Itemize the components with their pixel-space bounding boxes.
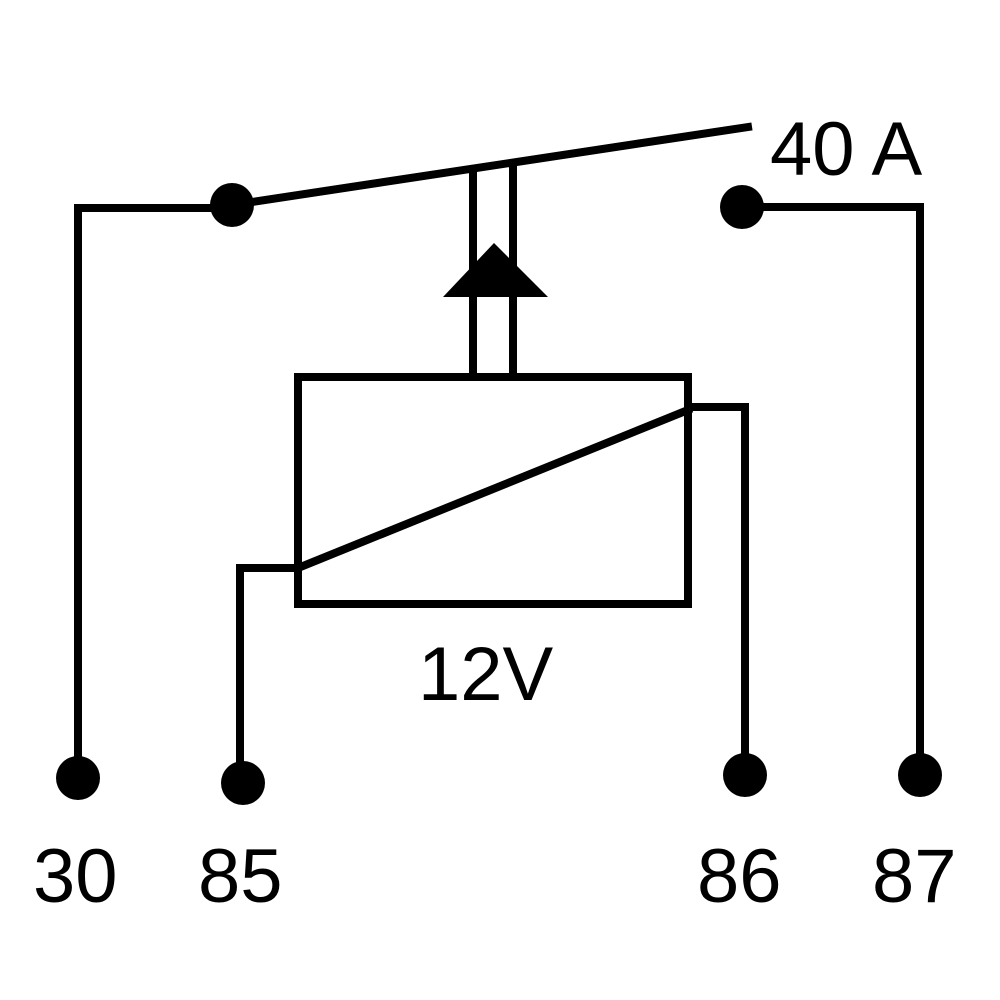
pin-label-87: 87	[872, 834, 957, 919]
actuation-arrow-icon	[443, 243, 548, 297]
wire-86	[684, 403, 749, 779]
pin-label-85: 85	[198, 834, 283, 919]
current-rating-label: 40 A	[770, 107, 922, 192]
coil-winding	[292, 404, 694, 574]
pin-label-86: 86	[697, 834, 782, 919]
terminal-85	[221, 761, 265, 805]
switch-fixed-contact	[720, 185, 764, 229]
pin-label-30: 30	[33, 834, 118, 919]
wire-30	[74, 204, 236, 782]
wire-87	[738, 203, 924, 779]
switch-arm	[227, 122, 753, 210]
wire-85	[236, 564, 302, 784]
coil-voltage-label: 12V	[418, 632, 554, 717]
terminal-30	[56, 756, 100, 800]
coil-box	[294, 373, 692, 608]
terminal-87	[898, 753, 942, 797]
terminal-86	[723, 753, 767, 797]
